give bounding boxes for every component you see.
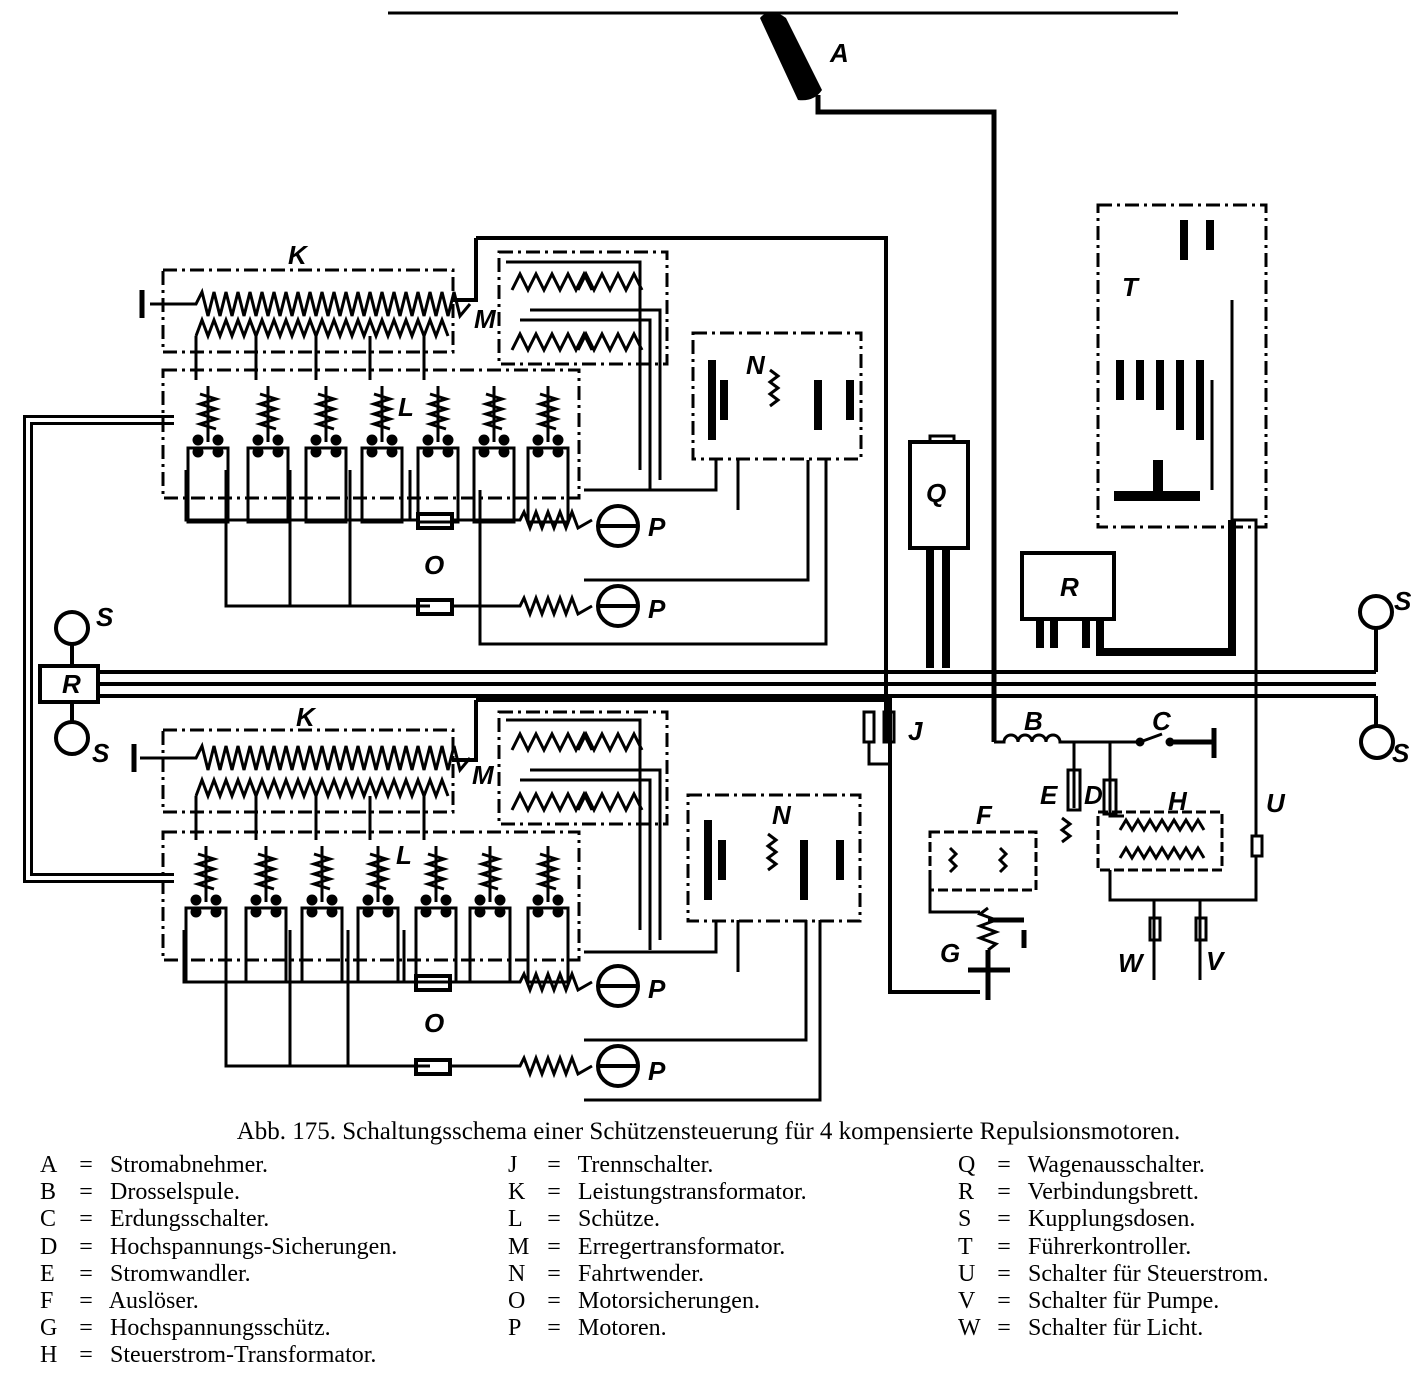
label-m-upper: M — [474, 304, 497, 334]
motor-group-lower — [131, 698, 980, 1102]
legend-column-1: A= Stromabnehmer. B= Drosselspule. C= Er… — [40, 1152, 397, 1370]
legend-entry: H= Steuerstrom-Transformator. — [40, 1342, 377, 1369]
label-s-3: S — [1394, 586, 1412, 616]
label-r-left: R — [62, 669, 81, 699]
junction-board-r — [1020, 520, 1236, 656]
label-m-lower: M — [472, 760, 495, 790]
label-o-lower: O — [424, 1008, 444, 1038]
car-switch-q — [908, 434, 970, 668]
label-t: T — [1122, 272, 1140, 302]
legend-entry: A= Stromabnehmer. — [40, 1152, 268, 1178]
motor-group-upper — [139, 236, 888, 742]
legend-entry: T= Führerkontroller. — [958, 1233, 1192, 1260]
coupling-box-right — [1358, 594, 1395, 760]
tripping-device-f — [928, 830, 1038, 914]
label-w: W — [1118, 948, 1145, 978]
choke-coil-b — [994, 728, 1217, 758]
label-a: A — [829, 38, 849, 68]
legend-entry: M= Erregertransformator. — [508, 1233, 786, 1260]
label-l-lower: L — [396, 840, 412, 870]
label-f: F — [976, 800, 993, 830]
label-s-1: S — [96, 602, 114, 632]
label-n-upper: N — [746, 350, 766, 380]
label-p-2: P — [648, 594, 666, 624]
label-k-lower: K — [296, 702, 317, 732]
legend-entry: G= Hochspannungsschütz. — [40, 1315, 331, 1342]
legend-entry: L= Schütze. — [508, 1206, 660, 1233]
control-transformer-h — [1096, 810, 1264, 980]
legend-entry: U= Schalter für Steuerstrom. — [958, 1260, 1269, 1287]
legend-entry: O= Motorsicherungen. — [508, 1288, 760, 1315]
hv-contactor-g — [968, 906, 1027, 1000]
legend-entry: J= Trennschalter. — [508, 1152, 714, 1178]
legend-column-3: Q= Wagenausschalter. R= Verbindungsbrett… — [958, 1152, 1269, 1342]
label-n-lower: N — [772, 800, 792, 830]
label-d: D — [1084, 780, 1103, 810]
legend-entry: D= Hochspannungs-Sicherungen. — [40, 1233, 398, 1260]
fuses-d-e — [1059, 742, 1124, 844]
label-r-right: R — [1060, 572, 1079, 602]
pantograph-a — [760, 12, 997, 742]
legend-entry: P= Motoren. — [508, 1315, 667, 1342]
label-b: B — [1024, 706, 1043, 736]
label-p-4: P — [648, 1056, 666, 1086]
legend-entry: V= Schalter für Pumpe. — [958, 1288, 1220, 1315]
figure-caption: Abb. 175. Schaltungsschema einer Schütze… — [236, 1118, 1181, 1145]
label-h: H — [1168, 786, 1188, 816]
label-e: E — [1040, 780, 1058, 810]
legend-entry: F= Auslöser. — [40, 1288, 199, 1315]
label-p-1: P — [648, 512, 666, 542]
legend-entry: S= Kupplungsdosen. — [958, 1206, 1196, 1233]
legend-entry: R= Verbindungsbrett. — [958, 1179, 1199, 1206]
disconnect-switch-j — [862, 710, 896, 766]
label-s-4: S — [1392, 738, 1410, 768]
legend-entry: C= Erdungsschalter. — [40, 1206, 270, 1233]
legend-entry: W= Schalter für Licht. — [958, 1315, 1204, 1342]
label-l-upper: L — [398, 392, 414, 422]
legend-entry: K= Leistungstransformator. — [508, 1179, 807, 1206]
coupling-box-left — [38, 610, 100, 756]
label-q: Q — [926, 478, 946, 508]
label-g: G — [940, 938, 960, 968]
label-o-upper: O — [424, 550, 444, 580]
label-u: U — [1266, 788, 1286, 818]
master-controller-t — [1096, 203, 1268, 836]
legend-entry: N= Fahrtwender. — [508, 1260, 704, 1287]
label-v: V — [1206, 946, 1226, 976]
legend-entry: E= Stromwandler. — [40, 1260, 251, 1287]
label-c: C — [1152, 706, 1172, 736]
circuit-diagram: A K M N L O P P Q R T S R S S S K M N L … — [23, 11, 1412, 1102]
label-j: J — [908, 716, 923, 746]
label-p-3: P — [648, 974, 666, 1004]
main-bus — [23, 415, 1376, 883]
label-k-upper: K — [288, 240, 309, 270]
legend-entry: B= Drosselspule. — [40, 1179, 240, 1206]
legend-entry: Q= Wagenausschalter. — [958, 1152, 1205, 1178]
legend-column-2: J= Trennschalter. K= Leistungstransforma… — [508, 1152, 807, 1342]
label-s-2: S — [92, 738, 110, 768]
